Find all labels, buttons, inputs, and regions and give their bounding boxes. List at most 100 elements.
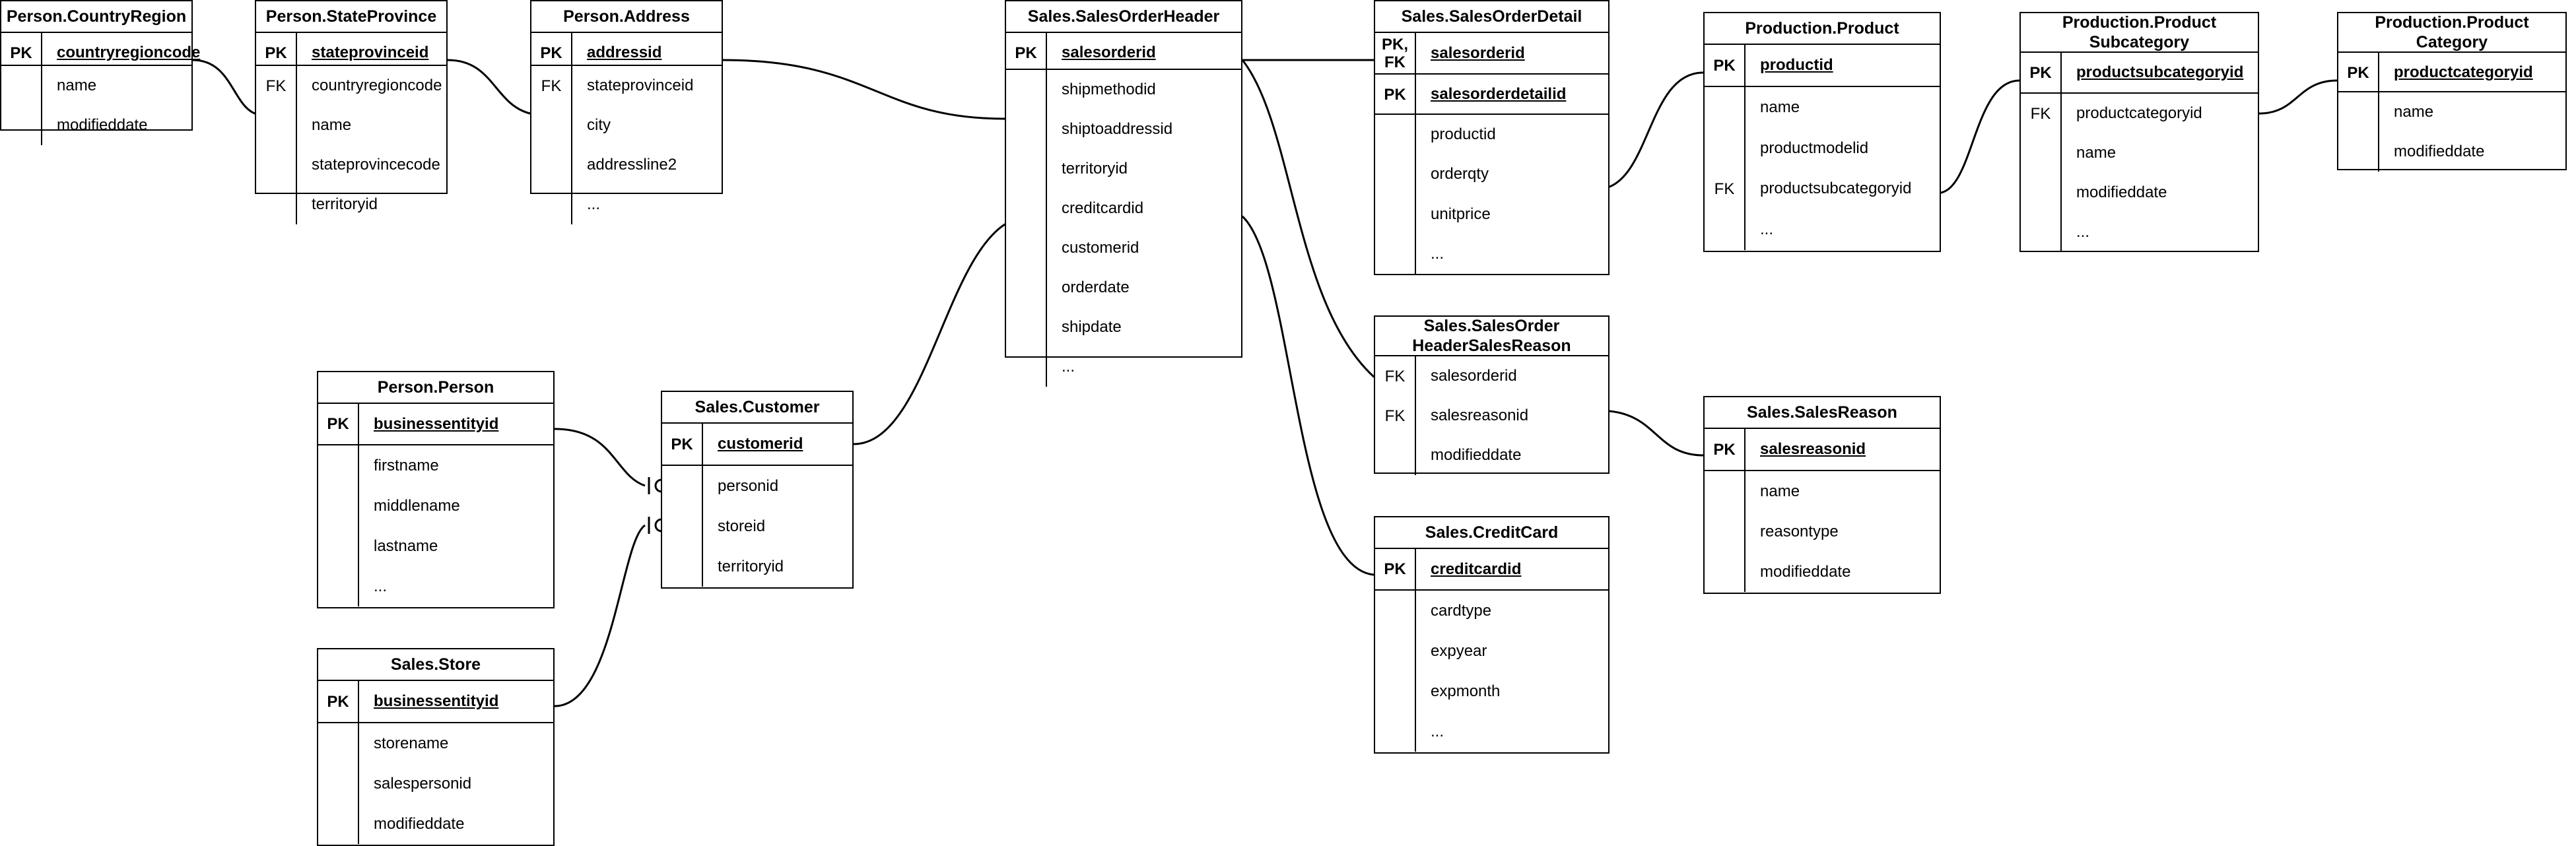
- attribute-key: [2021, 133, 2062, 173]
- attribute-row[interactable]: ...: [2021, 212, 2258, 252]
- attribute-key: [2021, 212, 2062, 252]
- attribute-row[interactable]: productid: [1375, 115, 1608, 155]
- attribute-row[interactable]: addressline2: [531, 145, 722, 185]
- rel-creditcard-salesorderheader: [1241, 215, 1374, 576]
- attribute-row[interactable]: stateprovincecode: [256, 145, 446, 185]
- attribute-row[interactable]: cardtype: [1375, 591, 1608, 631]
- attribute-row[interactable]: customerid: [1006, 228, 1241, 268]
- attribute-row[interactable]: ...: [1006, 347, 1241, 387]
- attribute-row[interactable]: modifieddate: [2021, 173, 2258, 212]
- attribute-key: [2338, 132, 2379, 172]
- attribute-name: salesorderdetailid: [1431, 85, 1567, 103]
- attribute-row[interactable]: lastname: [318, 526, 553, 566]
- attribute-row[interactable]: salespersonid: [318, 764, 553, 804]
- attribute-name: salesreasonid: [1760, 440, 1866, 458]
- attribute-row[interactable]: modifieddate: [1375, 436, 1608, 475]
- attribute-row[interactable]: modifieddate: [1, 106, 191, 145]
- attribute-key: PK, FK: [1375, 33, 1416, 73]
- attribute-row[interactable]: ...: [1375, 234, 1608, 274]
- attribute-name: ...: [1062, 358, 1075, 375]
- attribute-row[interactable]: ...: [1705, 209, 1940, 250]
- attribute-row[interactable]: territoryid: [1006, 149, 1241, 189]
- attribute-row[interactable]: name: [1705, 471, 1940, 511]
- attribute-row[interactable]: orderqty: [1375, 154, 1608, 195]
- attribute-row[interactable]: ...: [318, 566, 553, 606]
- attribute-row[interactable]: middlename: [318, 486, 553, 526]
- attribute-row[interactable]: city: [531, 106, 722, 145]
- attribute-row[interactable]: storename: [318, 723, 553, 764]
- attribute-row[interactable]: shiptoaddressid: [1006, 110, 1241, 149]
- rel-customer-salesorderheader: [853, 223, 1005, 445]
- attribute-row[interactable]: name: [1, 66, 191, 106]
- attribute-row[interactable]: orderdate: [1006, 268, 1241, 308]
- attribute-row[interactable]: firstname: [318, 445, 553, 486]
- attribute-name: cardtype: [1431, 601, 1492, 620]
- attribute-row[interactable]: shipdate: [1006, 308, 1241, 347]
- attribute-row[interactable]: ...: [531, 185, 722, 224]
- attribute-row[interactable]: personid: [662, 466, 852, 506]
- attribute-row[interactable]: storeid: [662, 506, 852, 546]
- attribute-name: salesreasonid: [1431, 407, 1529, 424]
- attribute-row[interactable]: modifieddate: [1705, 552, 1940, 592]
- attribute-row[interactable]: territoryid: [662, 546, 852, 587]
- attribute-row[interactable]: name: [2021, 133, 2258, 173]
- attribute-row[interactable]: productmodelid: [1705, 127, 1940, 169]
- attribute-row[interactable]: modifieddate: [318, 804, 553, 844]
- attribute-row[interactable]: name: [256, 106, 446, 145]
- entity-title: Person.Person: [318, 372, 553, 404]
- attribute-row[interactable]: expyear: [1375, 631, 1608, 671]
- attribute-key: FK: [1375, 356, 1416, 396]
- attribute-row[interactable]: name: [2338, 92, 2565, 132]
- attribute-row[interactable]: modifieddate: [2338, 132, 2565, 172]
- attribute-row[interactable]: creditcardid: [1006, 189, 1241, 228]
- attribute-row[interactable]: territoryid: [256, 185, 446, 224]
- attribute-row[interactable]: name: [1705, 87, 1940, 128]
- attribute-key: [256, 106, 297, 145]
- attribute-row[interactable]: unitprice: [1375, 194, 1608, 234]
- attribute-row[interactable]: expmonth: [1375, 671, 1608, 711]
- attribute-row[interactable]: reasontype: [1705, 511, 1940, 552]
- attribute-row[interactable]: ...: [1375, 711, 1608, 752]
- attribute-row[interactable]: shipmethodid: [1006, 70, 1241, 110]
